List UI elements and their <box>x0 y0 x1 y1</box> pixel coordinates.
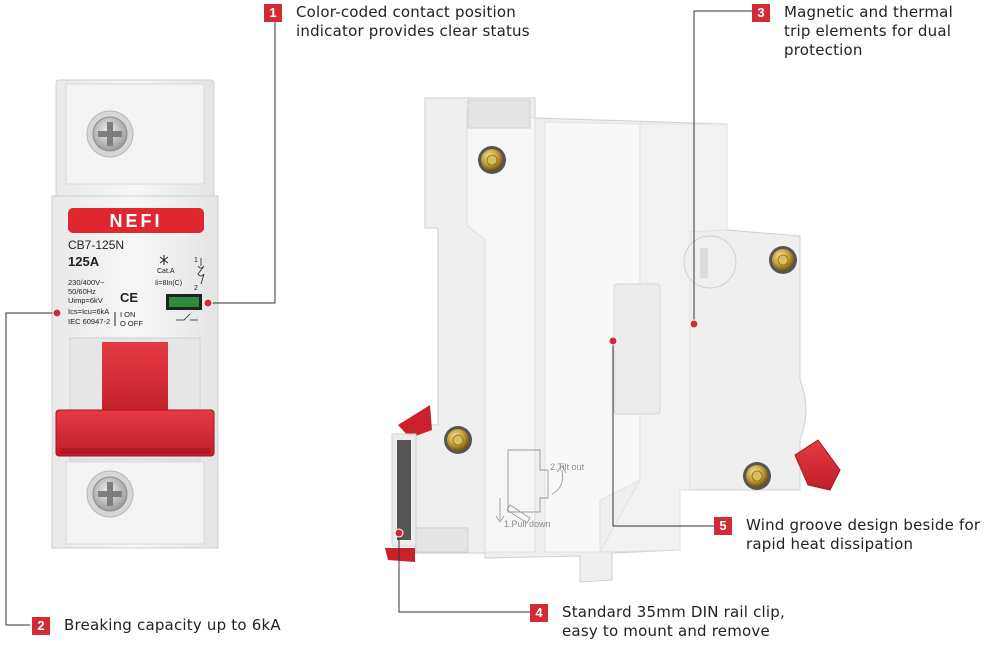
callout-3-text: Magnetic and thermal trip elements for d… <box>784 3 953 60</box>
din-clip-red-bottom <box>385 548 415 562</box>
breaker-side-view: 2.Tilt out 1.Pull down <box>385 97 841 583</box>
pull-arrowhead-icon <box>495 515 505 523</box>
callout-2-number: 2 <box>32 617 50 635</box>
callout-2: 2 Breaking capacity up to 6kA <box>32 616 281 635</box>
leader-line-2 <box>5 312 57 626</box>
callout-3: 3 Magnetic and thermal trip elements for… <box>752 3 953 60</box>
brand-name: NEFI <box>109 211 162 231</box>
pivot-slot <box>700 248 708 278</box>
trip-coil-symbol-icon <box>197 258 205 285</box>
side-panel-left <box>466 107 536 553</box>
brass-terminal-lower-right-icon <box>743 462 771 490</box>
terminal-bottom-label: 2 <box>194 285 198 292</box>
category-label: Cat.A <box>157 268 175 275</box>
off-label: O OFF <box>120 319 143 328</box>
spec-line-breaking-capacity: Ics=Icu=6kA <box>68 307 109 316</box>
contact-indicator <box>169 297 199 307</box>
callout-1-text: Color-coded contact position indicator p… <box>296 3 530 41</box>
callout-2-text: Breaking capacity up to 6kA <box>64 616 281 635</box>
leader-line-5 <box>612 341 714 527</box>
callout-5: 5 Wind groove design beside for rapid he… <box>714 516 980 554</box>
side-handle <box>794 439 841 491</box>
wind-groove <box>613 283 661 415</box>
brass-terminal-top-icon <box>478 146 506 174</box>
leader-dot-3 <box>689 319 699 329</box>
leader-dot-5 <box>608 336 618 346</box>
callout-5-line-2: rapid heat dissipation <box>746 535 914 553</box>
isolator-symbol-icon <box>159 255 169 265</box>
leader-dots <box>52 298 699 538</box>
screwdriver-icon <box>506 504 531 524</box>
callout-4: 4 Standard 35mm DIN rail clip, easy to m… <box>530 603 785 641</box>
leader-dot-1 <box>203 298 213 308</box>
spec-line-uimp: Uimp=6kV <box>68 296 103 305</box>
brass-terminal-right-icon <box>769 246 797 274</box>
din-clip-bottom-notch <box>415 527 469 553</box>
tilt-out-label: 2.Tilt out <box>550 462 585 472</box>
leader-dot-2 <box>52 308 62 318</box>
on-label: I ON <box>120 310 135 319</box>
bottom-screw-icon <box>86 470 134 518</box>
callout-3-line-3: protection <box>784 41 863 59</box>
callout-5-number: 5 <box>714 517 732 535</box>
handle-pivot <box>683 235 737 289</box>
leader-dot-4 <box>394 528 404 538</box>
din-clip-slot <box>397 440 411 540</box>
leader-line-3 <box>693 10 752 324</box>
din-clip-instruction <box>495 449 567 524</box>
terminal-top-label: 1 <box>194 257 198 264</box>
callout-4-text: Standard 35mm DIN rail clip, easy to mou… <box>562 603 785 641</box>
din-clip-red-top <box>398 405 432 438</box>
tilt-arrow-icon <box>551 469 563 495</box>
spec-line-frequency: 50/60Hz <box>68 287 96 296</box>
current-rating: 125A <box>68 254 100 269</box>
callout-1-line-1: Color-coded contact position <box>296 3 516 21</box>
leader-lines <box>5 10 752 626</box>
leader-line-4 <box>398 533 530 613</box>
top-screw-icon <box>86 110 134 158</box>
spec-line-voltage: 230/400V~ <box>68 278 105 287</box>
brass-terminal-bottom-icon <box>444 426 472 454</box>
handle-shadow <box>60 448 210 454</box>
trip-curve-label: Ii=8In(C) <box>155 280 182 287</box>
side-panel-right <box>599 123 728 553</box>
switch-symbol-icon <box>176 313 198 321</box>
callout-2-line-1: Breaking capacity up to 6kA <box>64 616 281 634</box>
top-notch <box>467 99 531 129</box>
callout-1: 1 Color-coded contact position indicator… <box>264 3 530 41</box>
callout-1-number: 1 <box>264 4 282 22</box>
leader-line-1 <box>208 22 276 304</box>
callout-3-line-2: trip elements for dual <box>784 22 952 40</box>
spec-lines: 230/400V~ 50/60Hz Uimp=6kV Ics=Icu=6kA I… <box>68 278 110 326</box>
tilt-arrowhead-icon <box>556 465 567 474</box>
handle-lever <box>102 342 168 420</box>
callout-3-number: 3 <box>752 4 770 22</box>
spec-line-standard: IEC 60947-2 <box>68 317 110 326</box>
instruction-breaker-outline <box>507 449 549 513</box>
toggle-handle <box>55 409 215 457</box>
callout-4-line-2: easy to mount and remove <box>562 622 770 640</box>
model-number: CB7-125N <box>68 238 124 252</box>
callout-4-number: 4 <box>530 604 548 622</box>
pull-down-label: 1.Pull down <box>504 519 551 529</box>
callout-5-text: Wind groove design beside for rapid heat… <box>746 516 980 554</box>
brand-bar <box>68 208 204 233</box>
breaker-front-view: NEFI CB7-125N 125A 230/400V~ 50/60Hz Uim… <box>51 79 219 549</box>
callout-1-line-2: indicator provides clear status <box>296 22 530 40</box>
callout-4-line-1: Standard 35mm DIN rail clip, <box>562 603 785 621</box>
ce-mark: CE <box>120 290 138 305</box>
callout-3-line-1: Magnetic and thermal <box>784 3 953 21</box>
callout-5-line-1: Wind groove design beside for <box>746 516 981 534</box>
bottom-terminal-recess <box>65 461 205 545</box>
